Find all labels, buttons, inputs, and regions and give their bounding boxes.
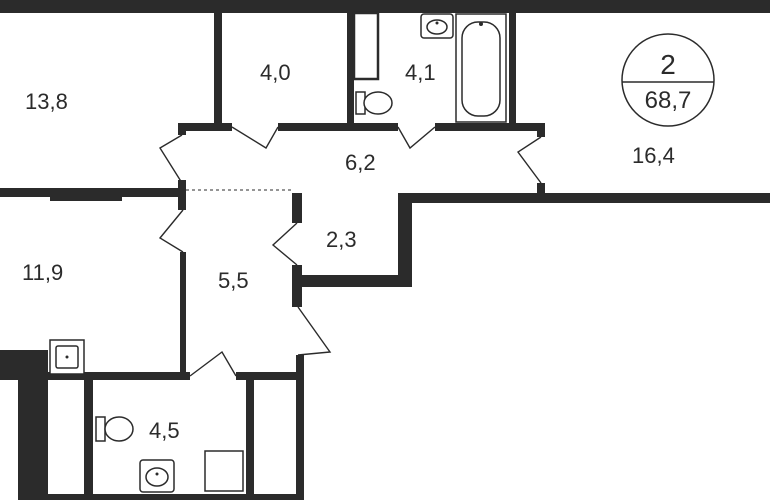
door-swing <box>297 306 332 356</box>
door-swing <box>189 350 237 377</box>
door-swing <box>158 209 184 253</box>
door-swing <box>271 222 298 266</box>
door-swing <box>516 136 542 184</box>
toilet-icon <box>355 91 393 115</box>
toilet-icon <box>95 416 134 442</box>
room-area-label: 13,8 <box>25 89 68 114</box>
door-swing <box>397 126 436 150</box>
doors <box>158 126 542 377</box>
fixtures <box>49 13 507 493</box>
room-area-label: 4,5 <box>149 418 180 443</box>
room-area-label: 16,4 <box>632 143 675 168</box>
washing-machine-icon <box>204 450 244 492</box>
room-area-label: 5,5 <box>218 268 249 293</box>
door-swing <box>159 134 183 184</box>
room-labels: 13,8 4,0 4,1 16,4 6,2 11,9 5,5 2,3 4,5 <box>22 60 675 443</box>
room-area-label: 11,9 <box>22 260 63 285</box>
room-area-label: 2,3 <box>326 227 357 252</box>
door-swing <box>231 126 279 149</box>
sink-icon <box>139 459 175 493</box>
bathtub-icon <box>455 13 507 123</box>
room-area-label: 6,2 <box>345 150 376 175</box>
sink-icon <box>420 13 454 39</box>
total-area: 68,7 <box>645 87 692 114</box>
rooms-count: 2 <box>660 49 676 80</box>
room-area-label: 4,0 <box>260 60 291 85</box>
sink-icon <box>49 339 85 375</box>
apartment-badge: 2 68,7 <box>621 33 715 127</box>
room-area-label: 4,1 <box>405 60 436 85</box>
